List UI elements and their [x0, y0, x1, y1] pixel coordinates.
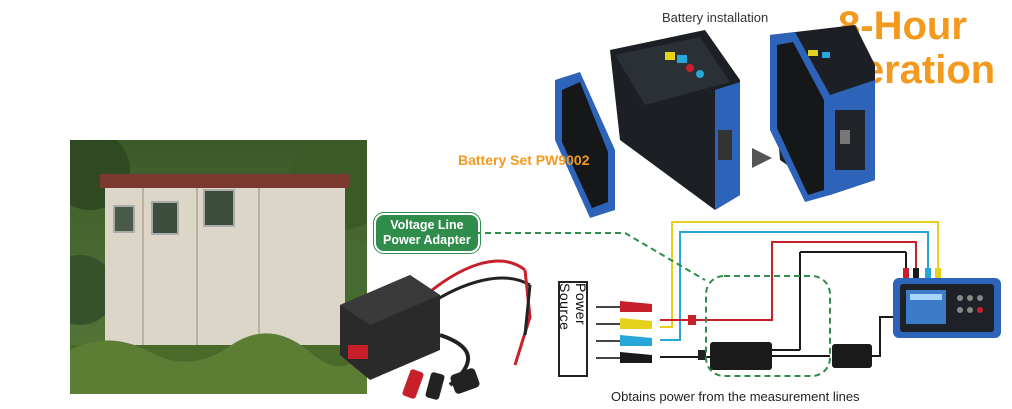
power-source-label: Power Source	[557, 283, 589, 331]
measurement-lines-caption: Obtains power from the measurement lines	[611, 389, 860, 404]
power-adapter-product-photo	[340, 259, 532, 400]
device-without-battery	[610, 30, 740, 210]
adapter-label-line2: Power Adapter	[383, 233, 471, 247]
adapter-callout-line	[475, 232, 706, 281]
arrow-icon	[752, 148, 772, 168]
substation-photo	[70, 140, 367, 394]
battery-installation-caption: Battery installation	[662, 10, 769, 25]
voltage-line-power-adapter-badge: Voltage Line Power Adapter	[374, 213, 480, 253]
battery-installation-illustration	[555, 25, 875, 218]
battery-set-label: Battery Set PW9002	[458, 152, 590, 168]
device-with-battery	[770, 25, 875, 202]
power-source-box: Power Source	[557, 281, 589, 377]
battery-pack	[555, 72, 615, 218]
adapter-label-line1: Voltage Line	[390, 218, 464, 232]
connection-diagram	[596, 221, 1001, 377]
